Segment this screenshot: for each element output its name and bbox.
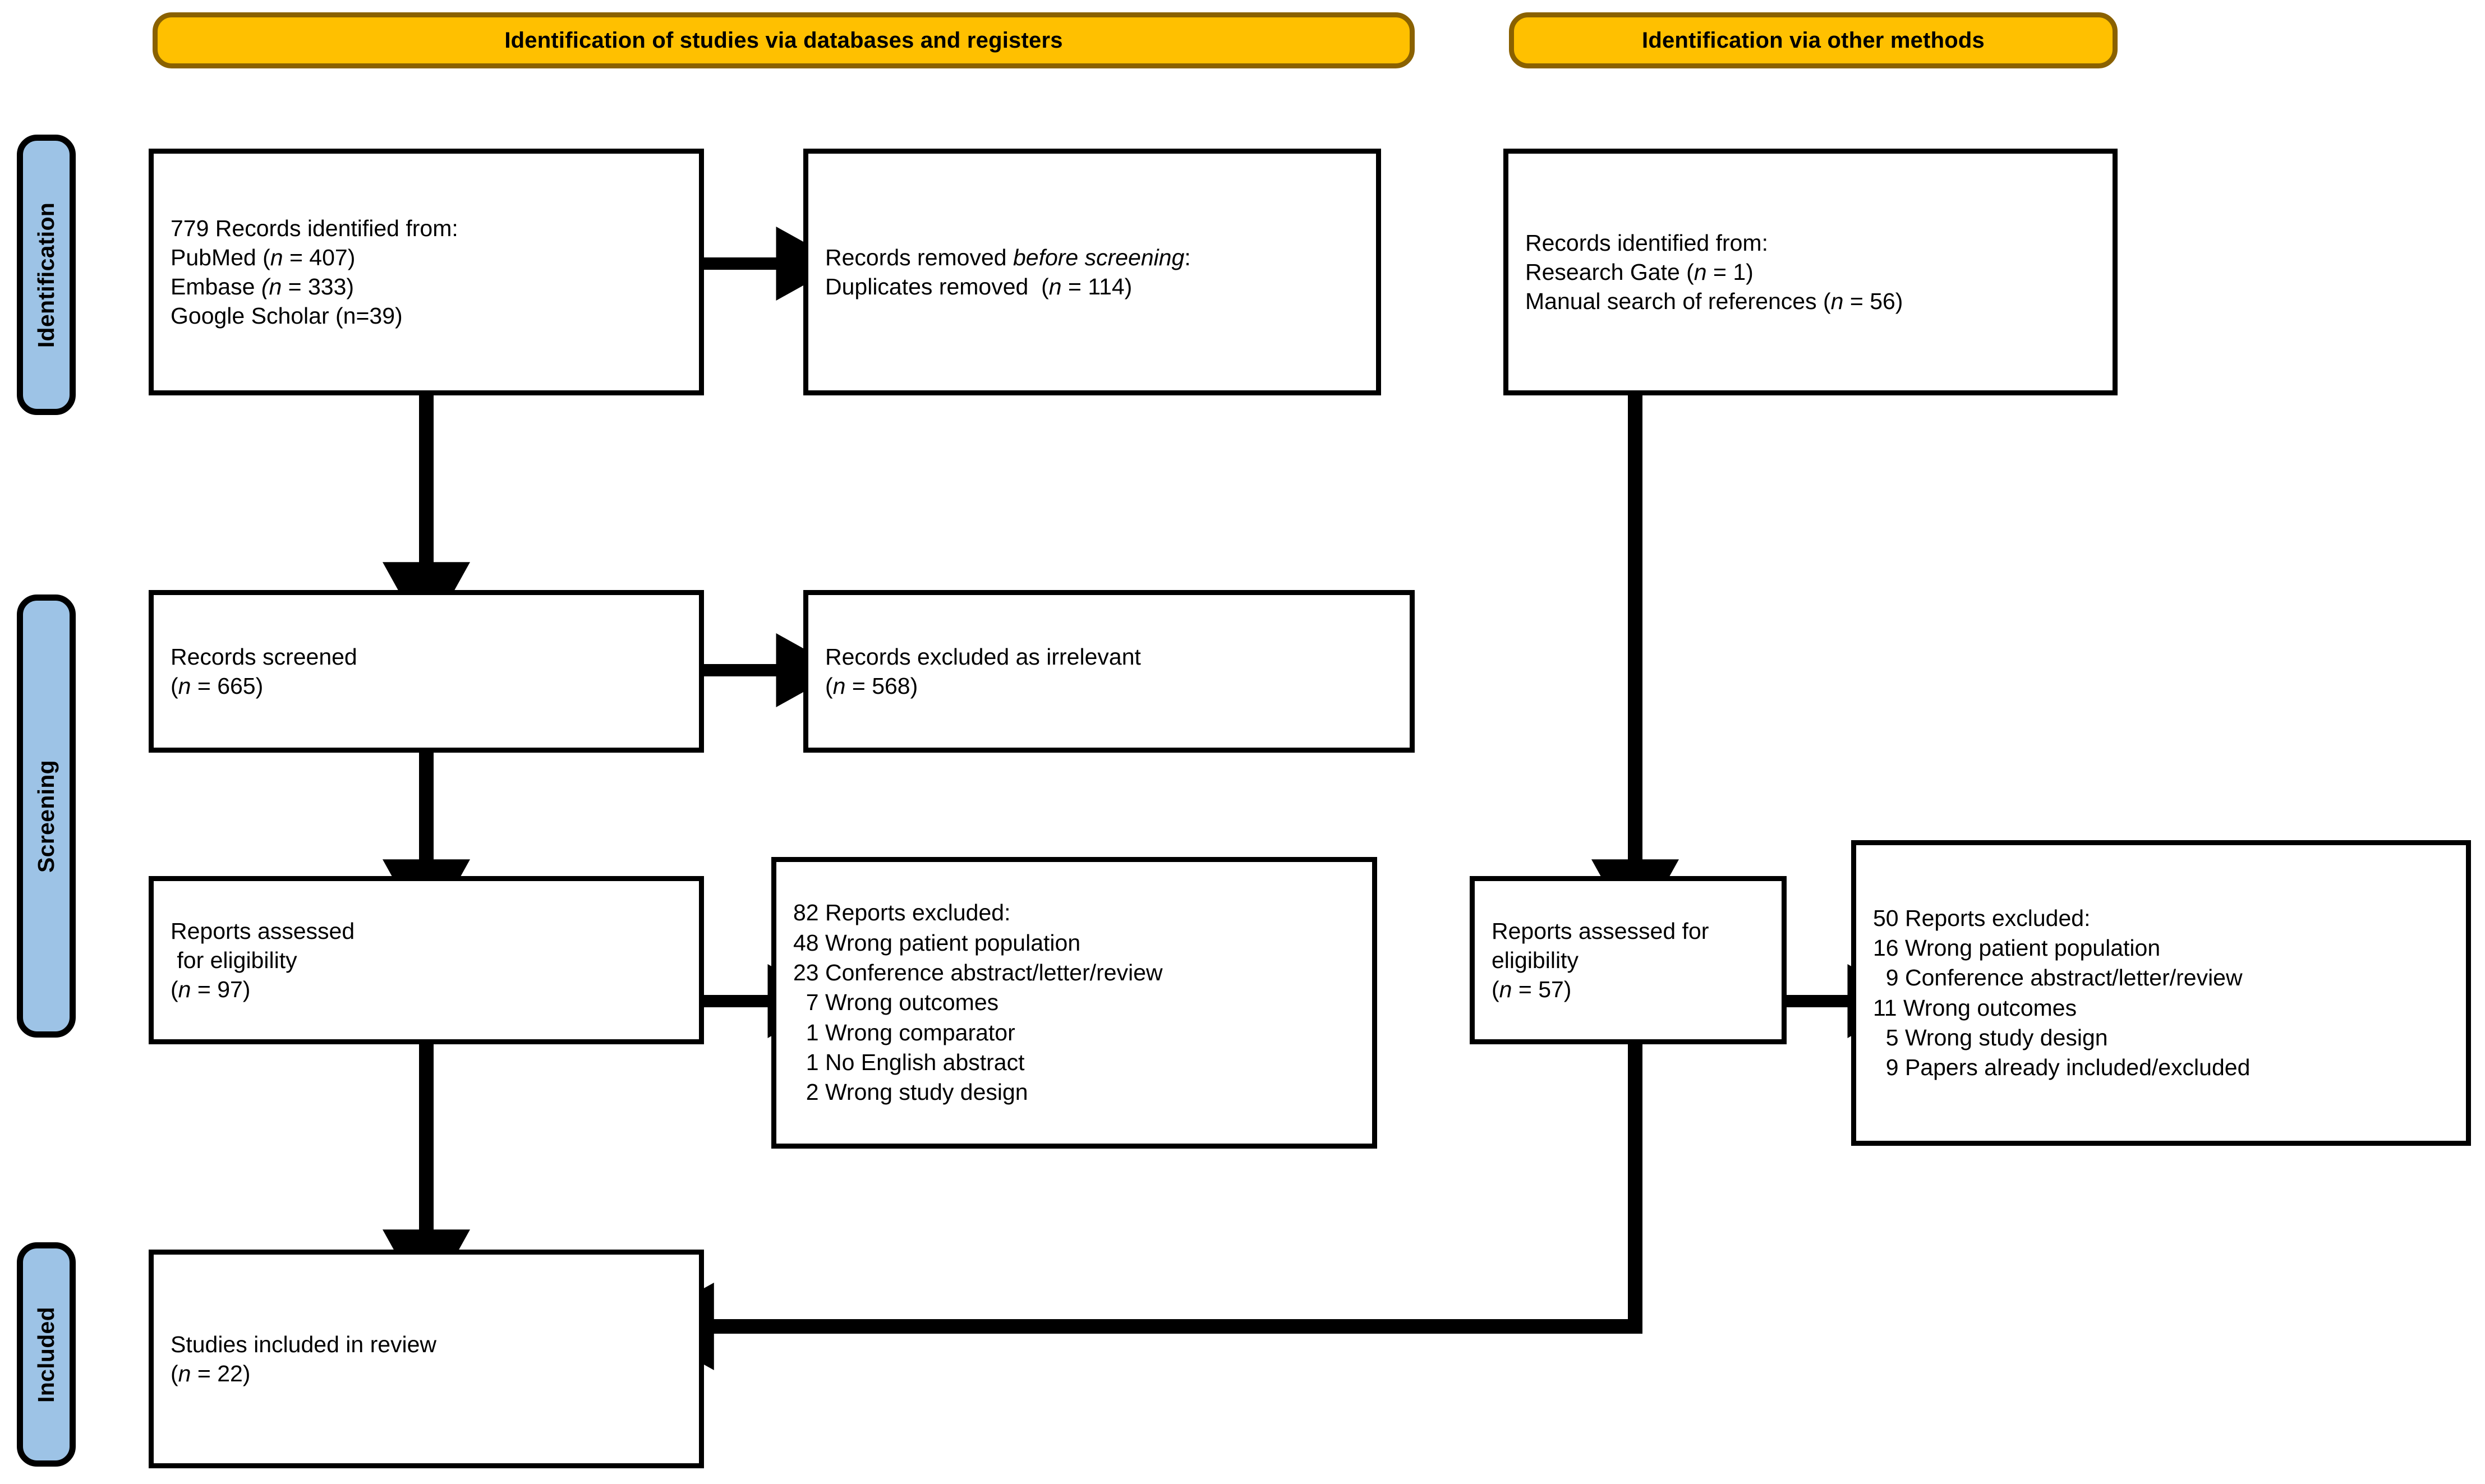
records-screened-line-1: Records screened <box>171 643 357 670</box>
reports-assessed-left-line-2: for eligibility <box>171 947 297 973</box>
box-reports-assessed-left: Reports assessed for eligibility (n = 97… <box>149 876 704 1044</box>
records-identified-line-3: Embase (n = 333) <box>171 274 355 299</box>
reports-assessed-left-line-1: Reports assessed <box>171 918 355 944</box>
box-studies-included: Studies included in review (n = 22) <box>149 1250 704 1468</box>
reports-excluded-right-line-4: 11 Wrong outcomes <box>1873 994 2077 1021</box>
other-identified-line-3: Manual search of references (n = 56) <box>1525 288 1903 315</box>
reports-assessed-right-line-3: (n = 57) <box>1492 976 1572 1003</box>
reports-excluded-left-line-4: 7 Wrong outcomes <box>793 989 999 1016</box>
banner-databases-registers: Identification of studies via databases … <box>153 12 1415 68</box>
studies-included-line-1: Studies included in review <box>171 1331 437 1357</box>
stage-label-included: Included <box>17 1242 76 1467</box>
reports-excluded-right-line-3: 9 Conference abstract/letter/review <box>1873 965 2243 991</box>
banner-other-methods: Identification via other methods <box>1509 12 2118 68</box>
box-reports-excluded-left: 82 Reports excluded: 48 Wrong patient po… <box>771 857 1377 1149</box>
other-identified-line-2: Research Gate (n = 1) <box>1525 259 1754 285</box>
reports-assessed-right-line-1: Reports assessed for <box>1492 918 1709 944</box>
box-records-identified: 779 Records identified from: PubMed (n =… <box>149 149 704 395</box>
reports-excluded-left-line-6: 1 No English abstract <box>793 1049 1025 1075</box>
stage-label-identification-text: Identification <box>33 202 59 348</box>
records-removed-line-1: Records removed before screening: <box>825 244 1191 270</box>
box-records-excluded: Records excluded as irrelevant (n = 568) <box>803 590 1415 753</box>
other-identified-line-1: Records identified from: <box>1525 229 1768 256</box>
records-identified-line-1: 779 Records identified from: <box>171 215 458 241</box>
records-excluded-line-1: Records excluded as irrelevant <box>825 643 1141 670</box>
reports-excluded-right-line-1: 50 Reports excluded: <box>1873 905 2091 931</box>
reports-excluded-right-line-2: 16 Wrong patient population <box>1873 934 2161 961</box>
reports-excluded-left-line-5: 1 Wrong comparator <box>793 1019 1015 1045</box>
stage-label-identification: Identification <box>17 135 76 415</box>
stage-label-screening-text: Screening <box>33 759 59 873</box>
studies-included-line-2: (n = 22) <box>171 1361 251 1386</box>
reports-excluded-left-line-1: 82 Reports excluded: <box>793 900 1011 926</box>
records-excluded-line-2: (n = 568) <box>825 673 918 699</box>
reports-excluded-left-line-7: 2 Wrong study design <box>793 1079 1028 1105</box>
reports-assessed-right-line-2: eligibility <box>1492 947 1579 973</box>
reports-excluded-left-line-2: 48 Wrong patient population <box>793 929 1081 956</box>
records-identified-line-4: Google Scholar (n=39) <box>171 303 403 329</box>
records-screened-line-2: (n = 665) <box>171 673 264 699</box>
box-reports-assessed-right: Reports assessed for eligibility (n = 57… <box>1470 876 1787 1044</box>
reports-excluded-right-line-6: 9 Papers already included/excluded <box>1873 1054 2251 1081</box>
records-identified-line-2: PubMed (n = 407) <box>171 244 356 270</box>
reports-assessed-left-line-3: (n = 97) <box>171 976 251 1003</box>
reports-excluded-left-line-3: 23 Conference abstract/letter/review <box>793 960 1163 986</box>
box-records-screened: Records screened (n = 665) <box>149 590 704 753</box>
box-other-identified: Records identified from: Research Gate (… <box>1503 149 2118 395</box>
stage-label-included-text: Included <box>33 1306 59 1403</box>
box-reports-excluded-right: 50 Reports excluded: 16 Wrong patient po… <box>1851 840 2471 1146</box>
stage-label-screening: Screening <box>17 594 76 1038</box>
box-records-removed: Records removed before screening: Duplic… <box>803 149 1381 395</box>
reports-excluded-right-line-5: 5 Wrong study design <box>1873 1024 2108 1050</box>
records-removed-line-2: Duplicates removed (n = 114) <box>825 274 1133 299</box>
